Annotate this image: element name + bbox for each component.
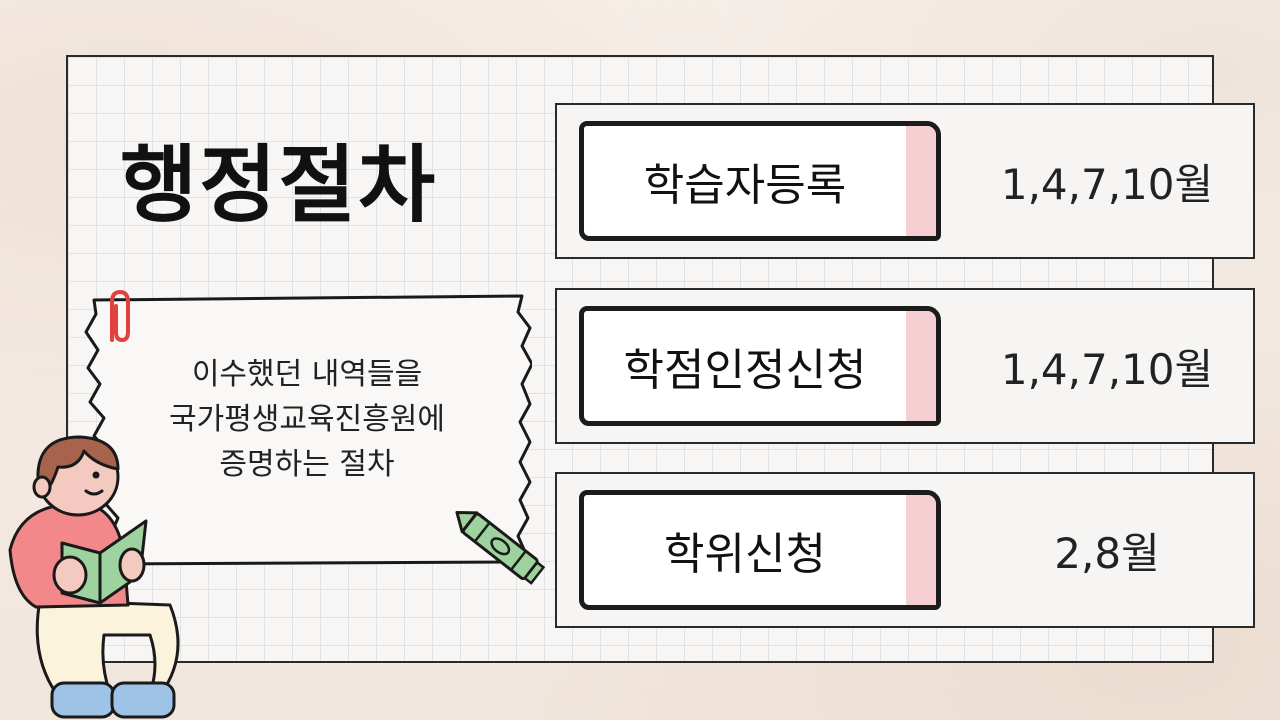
note-line-1: 이수했던 내역들을	[191, 357, 423, 392]
label-box: 학습자등록	[579, 121, 941, 241]
torn-paper-shape	[84, 294, 532, 566]
note-line-2: 국가평생교육진흥원에	[169, 402, 445, 437]
row-label: 학점인정신청	[623, 345, 867, 396]
row-learner-registration: 학습자등록 1,4,7,10월	[555, 103, 1255, 259]
page-title: 행정절차	[120, 136, 438, 234]
note-text: 이수했던 내역들을 국가평생교육진흥원에 증명하는 절차	[102, 352, 512, 487]
note-line-3: 증명하는 절차	[219, 447, 395, 482]
row-value: 1,4,7,10월	[1000, 159, 1214, 209]
label-box: 학점인정신청	[579, 306, 941, 426]
pink-accent	[906, 126, 936, 236]
torn-paper-note: 이수했던 내역들을 국가평생교육진흥원에 증명하는 절차	[82, 292, 532, 567]
label-box: 학위신청	[579, 490, 941, 610]
paper-clip-icon	[110, 289, 130, 343]
pink-accent	[906, 311, 936, 421]
row-value: 1,4,7,10월	[1000, 344, 1214, 394]
row-label: 학위신청	[664, 529, 826, 580]
crayon-icon	[455, 510, 546, 585]
person-reading-illustration	[8, 435, 180, 719]
row-credit-recognition: 학점인정신청 1,4,7,10월	[555, 288, 1255, 444]
row-value: 2,8월	[1054, 528, 1160, 578]
row-degree-application: 학위신청 2,8월	[555, 472, 1255, 628]
row-label: 학습자등록	[643, 160, 847, 211]
pink-accent	[906, 495, 936, 605]
